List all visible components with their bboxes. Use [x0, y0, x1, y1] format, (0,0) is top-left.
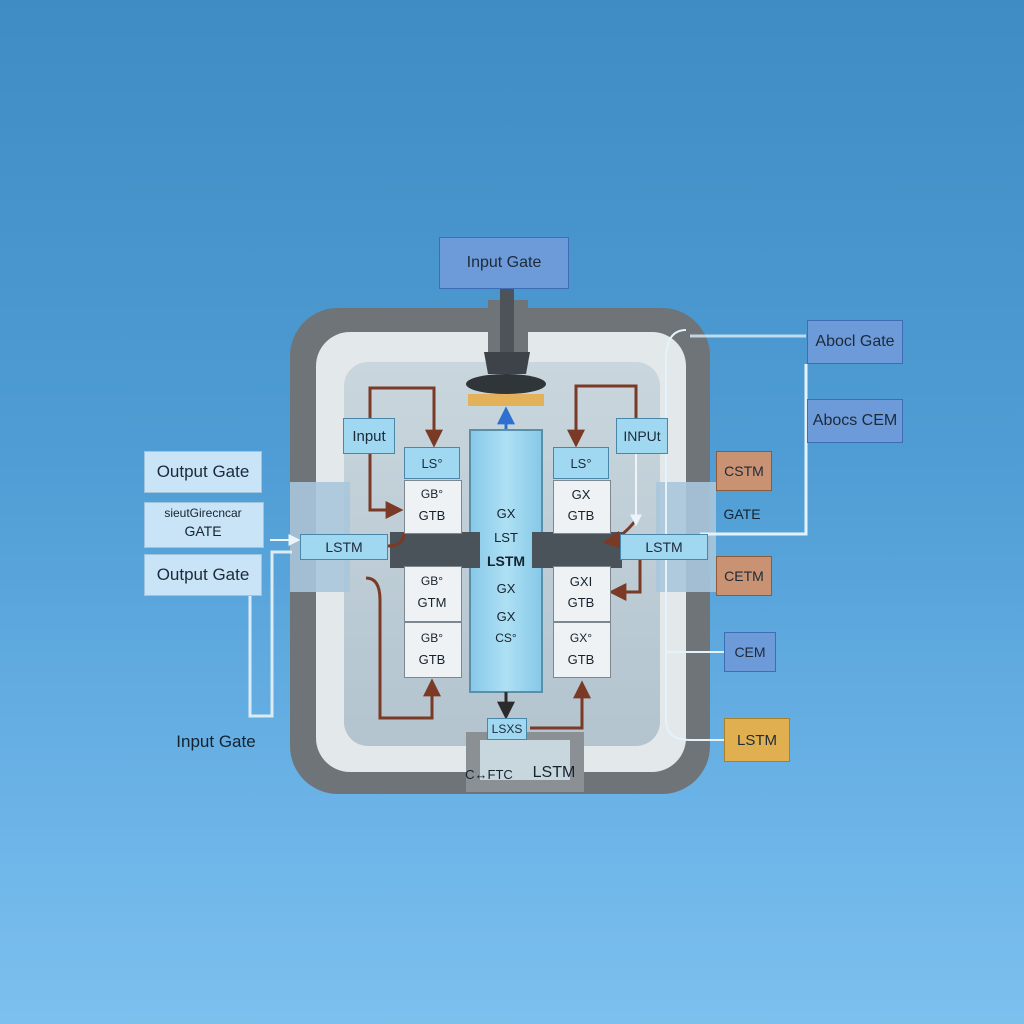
gtb-left-bot: GTB [418, 651, 446, 667]
output-gate-box-1: Output Gate [144, 451, 262, 493]
gtb-right-mid: GTB [567, 594, 595, 610]
lstm-yellow-box: LSTM [724, 718, 790, 762]
central-cell [469, 429, 543, 693]
abocs-cem-box: Abocs CEM [807, 399, 903, 443]
cem-box: CEM [724, 632, 776, 672]
left-bot-block [404, 622, 462, 678]
side-gate-label: GATE [184, 523, 222, 539]
right-top-block [553, 480, 611, 534]
gx-right-top: GX [571, 486, 591, 502]
ls-left-cell: LS° [404, 447, 460, 479]
side-gate-box [144, 502, 264, 548]
lstm-right-box: LSTM [620, 534, 708, 560]
side-small-label: sieutGirecncar [164, 506, 242, 520]
bottom-lstm-label: LSTM [532, 764, 576, 781]
input-left-label: Input [343, 418, 395, 454]
center-label-6: CS° [495, 631, 517, 645]
center-label-2: LST [494, 529, 518, 545]
input-right-label: INPUt [616, 418, 668, 454]
gxi-right-mid: GXI [569, 573, 593, 589]
center-label-4: GX [496, 580, 516, 596]
gtm-left-mid: GTM [417, 594, 447, 610]
output-gate-box-2: Output Gate [144, 554, 262, 596]
cstm-box: CSTM [716, 451, 772, 491]
gb-left-top: GB° [420, 487, 444, 501]
bottom-cftc-label: C↔FTC [465, 766, 513, 782]
right-mid-block [553, 566, 611, 622]
left-top-block [404, 480, 462, 534]
cetm-box: CETM [716, 556, 772, 596]
gb-left-bot: GB° [420, 631, 444, 645]
gtb-left-top: GTB [418, 507, 446, 523]
lsxs-box: LSXS [487, 718, 527, 740]
gate-right-label: GATE [723, 506, 761, 522]
top-input-gate-box: Input Gate [439, 237, 569, 289]
gtb-right-top: GTB [567, 507, 595, 523]
ls-right-cell: LS° [553, 447, 609, 479]
lstm-left-box: LSTM [300, 534, 388, 560]
center-label-5: GX [496, 608, 516, 624]
gx-right-bot: GX° [569, 631, 593, 645]
left-mid-block [404, 566, 462, 622]
center-label-3: LSTM [486, 553, 526, 569]
gtb-right-bot: GTB [567, 651, 595, 667]
right-bot-block [553, 622, 611, 678]
center-label-1: GX [496, 505, 516, 521]
aboct-gate-box: Abocl Gate [807, 320, 903, 364]
gb-left-mid: GB° [420, 574, 444, 588]
input-gate-bottom-label: Input Gate [176, 732, 256, 751]
